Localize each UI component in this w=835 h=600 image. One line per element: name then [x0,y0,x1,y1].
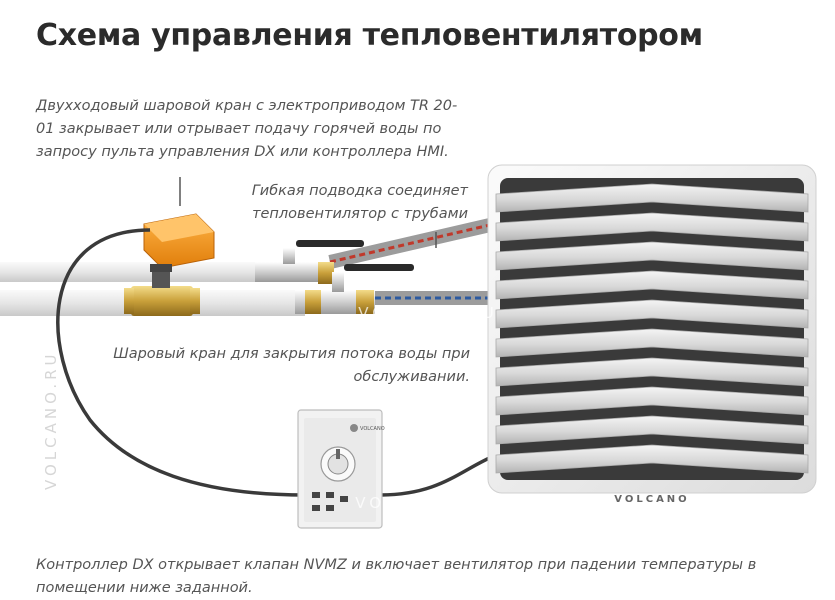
page-title: Схема управления тепловентилятором [36,18,703,53]
watermark-vertical: VOLCANO.RU [42,351,60,491]
ball-valve-return [295,264,414,314]
heater-louver [495,183,809,213]
dx-controller: VOLCANO [297,409,385,529]
heater-louver [495,270,809,300]
heater-louver [495,299,809,329]
caption-ball-valve: Шаровый кран для закрытия потока воды пр… [113,346,470,385]
heater-louver [495,415,809,445]
control-cable [56,228,497,497]
watermark-bottom: VOLCANO.RU [355,494,495,512]
ball-valve-supply [255,240,364,284]
watermark-top: VOLCANO.RU [358,304,498,322]
heater-louver [495,241,809,271]
motorized-valve [124,213,215,316]
caption-motorized-valve: Двухходовый шаровой кран с электропривод… [36,98,458,160]
fan-heater-unit: VOLCANO [487,164,817,505]
caption-flexible-hose: Гибкая подводка соединяет тепловентилято… [251,183,468,222]
flexible-hoses [328,218,492,305]
heater-louver [495,212,809,242]
heater-louver [495,386,809,416]
caption-controller: Контроллер DX открывает клапан NVMZ и вк… [36,557,757,596]
controller-logo: VOLCANO [360,426,385,432]
heater-brand-label: VOLCANO [614,494,689,505]
heater-louver [495,357,809,387]
heater-louver [495,444,809,474]
heater-louver [495,328,809,358]
